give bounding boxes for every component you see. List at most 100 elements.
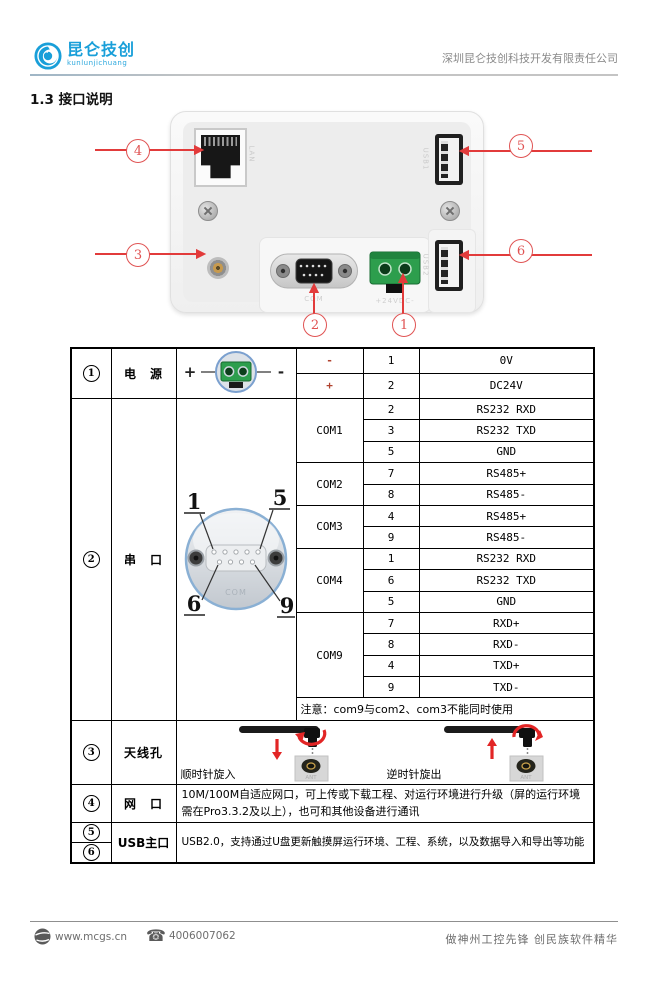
- usb1-port-label: USB1: [421, 147, 430, 171]
- page-title: 1.3 接口说明: [30, 92, 113, 108]
- serial-note: 注意：com9与com2、com3不能同时使用: [295, 697, 595, 722]
- phone-text: 4006007062: [168, 930, 236, 942]
- pin-cell: 1: [362, 547, 420, 571]
- pin-cell: 8: [362, 633, 420, 656]
- signal-cell: RS232 RXD: [418, 397, 595, 421]
- signal-cell: 0V: [418, 347, 595, 374]
- header-divider: [30, 74, 618, 76]
- pin-cell: 2: [362, 372, 420, 400]
- brand-name: 昆仑技创: [67, 40, 136, 59]
- sign-cell: +: [295, 372, 364, 400]
- signal-cell: TXD+: [418, 654, 595, 678]
- row-num-cell: 6: [70, 842, 112, 864]
- lan-description: 10M/100M自适应网口，可上传或下载工程、对运行环境进行升级（屏的运行环境需…: [175, 784, 595, 824]
- power-label: 电 源: [110, 347, 177, 399]
- row-num-serial: 2: [82, 551, 100, 569]
- signal-cell: RS232 TXD: [418, 569, 595, 592]
- website-text: www.mcgs.cn: [55, 930, 128, 943]
- signal-cell: GND: [418, 440, 595, 464]
- row-num-usb1: 5: [82, 824, 100, 842]
- pin-cell: 7: [362, 611, 420, 635]
- power-figure-cell: + -: [175, 347, 297, 399]
- power-connector: [369, 251, 421, 293]
- pin-cell: 9: [362, 526, 420, 549]
- pin-cell: 1: [362, 347, 420, 374]
- signal-cell: RS485+: [418, 462, 595, 485]
- footer: www.mcgs.cn ☎ 4006007062 做神州工控先锋 创民族软件精华: [0, 926, 648, 952]
- row-num-lan: 4: [82, 795, 100, 813]
- row-num-cell: 3: [70, 720, 112, 786]
- row-num-usb2: 6: [82, 844, 100, 862]
- antenna-connector: [207, 257, 229, 279]
- power-port-label: +24VDC-: [375, 297, 415, 305]
- signal-cell: RS485-: [418, 483, 595, 506]
- callout-3: 3: [126, 243, 150, 267]
- row-num-antenna: 3: [82, 744, 100, 762]
- usb1-port: [435, 134, 463, 185]
- row-num-cell: 5: [70, 822, 112, 844]
- signal-cell: RXD-: [418, 633, 595, 656]
- screw-in-text: 顺时针旋入: [180, 768, 236, 782]
- svg-text:COM: COM: [225, 588, 247, 597]
- pin-cell: 5: [362, 440, 420, 464]
- com-group-cell: COM4: [295, 547, 364, 613]
- ethernet-port: [194, 128, 247, 187]
- pin-cell: 5: [362, 590, 420, 613]
- svg-text:ANT: ANT: [520, 775, 532, 781]
- pin-cell: 2: [362, 397, 420, 421]
- pin-cell: 4: [362, 654, 420, 678]
- row-num-cell: 2: [70, 397, 112, 722]
- usb-description: USB2.0，支持通过U盘更新触摸屏运行环境、工程、系统，以及数据导入和导出等功…: [175, 822, 595, 864]
- footer-divider: [30, 921, 618, 922]
- row-num-cell: 4: [70, 784, 112, 824]
- com-port-label: COM: [304, 295, 324, 303]
- device-body: LAN COM: [170, 111, 484, 313]
- com-group-cell: COM3: [295, 504, 364, 549]
- interface-spec-table: 1 电 源 + - - 1 0V + 2: [70, 347, 595, 864]
- usb2-port: [435, 240, 463, 291]
- pin-cell: 8: [362, 483, 420, 506]
- brand-subname: kunlunjichuang: [67, 59, 128, 67]
- callout-1: 1: [392, 313, 416, 337]
- phone-icon: ☎: [146, 926, 166, 945]
- svg-text:-: -: [278, 363, 284, 381]
- serial-label: 串 口: [110, 397, 177, 722]
- screw-out-text: 逆时针旋出: [386, 768, 442, 782]
- device-figure: LAN COM: [0, 100, 648, 345]
- com-group-cell: COM9: [295, 611, 364, 699]
- signal-cell: RS232 TXD: [418, 419, 595, 442]
- callout-4: 4: [126, 139, 150, 163]
- svg-text:6: 6: [187, 591, 202, 616]
- pin-cell: 4: [362, 504, 420, 528]
- header-logo: 昆仑技创 kunlunjichuang: [34, 42, 135, 70]
- antenna-label: 天线孔: [110, 720, 177, 786]
- svg-text:9: 9: [280, 593, 295, 618]
- signal-cell: RXD+: [418, 611, 595, 635]
- svg-text:5: 5: [273, 485, 288, 510]
- screw-right-icon: [440, 201, 460, 221]
- svg-text:+: +: [184, 363, 197, 381]
- signal-cell: DC24V: [418, 372, 595, 400]
- sign-cell: -: [295, 347, 364, 374]
- company-name: 深圳昆仑技创科技开发有限责任公司: [442, 52, 618, 65]
- svg-text:1: 1: [187, 489, 202, 514]
- row-num-cell: 1: [70, 347, 112, 399]
- signal-cell: RS485+: [418, 504, 595, 528]
- callout-2: 2: [303, 313, 327, 337]
- serial-figure: COM 1 5 6 9: [184, 485, 295, 618]
- pin-cell: 3: [362, 419, 420, 442]
- signal-cell: TXD-: [418, 676, 595, 699]
- pin-cell: 6: [362, 569, 420, 592]
- usb-label: USB主口: [110, 822, 177, 864]
- antenna-figure-cell: ANT ANT 顺时针旋入 逆时针旋出: [175, 720, 595, 786]
- row-num-power: 1: [82, 365, 100, 382]
- website-icon: [34, 928, 51, 945]
- svg-text:ANT: ANT: [305, 775, 317, 781]
- brand-swirl-icon: [34, 42, 62, 70]
- signal-cell: RS485-: [418, 526, 595, 549]
- signal-cell: GND: [418, 590, 595, 613]
- power-figure: + -: [184, 351, 284, 393]
- signal-cell: RS232 RXD: [418, 547, 595, 571]
- com-group-cell: COM1: [295, 397, 364, 464]
